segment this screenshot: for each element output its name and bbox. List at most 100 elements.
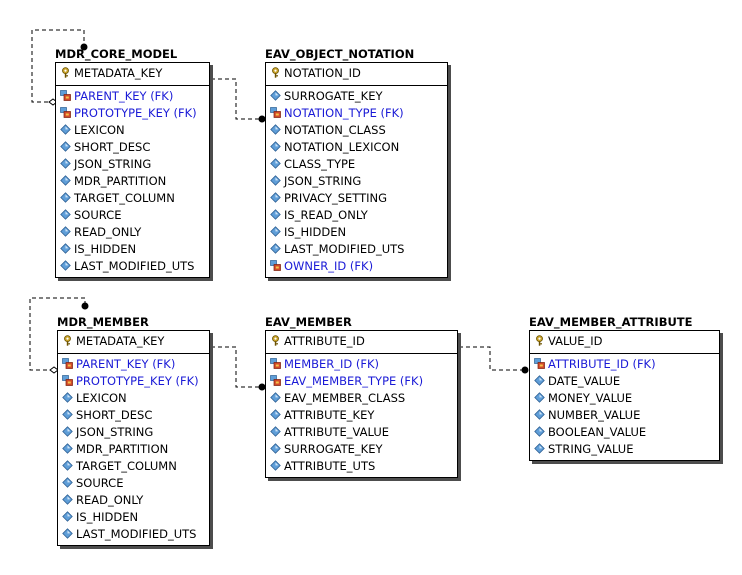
- attribute-row[interactable]: READ_ONLY: [56, 224, 209, 241]
- attribute-label: DATE_VALUE: [548, 374, 621, 388]
- attribute-label: READ_ONLY: [76, 493, 144, 507]
- attribute-icon: [62, 426, 73, 437]
- attribute-label: IS_HIDDEN: [74, 242, 137, 256]
- attribute-row[interactable]: EAV_MEMBER_TYPE (FK): [266, 373, 457, 390]
- attribute-row[interactable]: SHORT_DESC: [56, 139, 209, 156]
- attribute-row[interactable]: STRING_VALUE: [530, 441, 719, 458]
- attribute-row[interactable]: ATTRIBUTE_KEY: [266, 407, 457, 424]
- attribute-row[interactable]: MONEY_VALUE: [530, 390, 719, 407]
- attribute-row[interactable]: SOURCE: [56, 207, 209, 224]
- attribute-icon: [270, 460, 281, 471]
- attribute-row[interactable]: READ_ONLY: [58, 492, 209, 509]
- attribute-icon: [62, 460, 73, 471]
- foreign-key-icon: [62, 358, 73, 369]
- attribute-row[interactable]: LEXICON: [58, 390, 209, 407]
- attribute-icon: [270, 409, 281, 420]
- attribute-label: IS_HIDDEN: [76, 510, 139, 524]
- attribute-row[interactable]: IS_HIDDEN: [56, 241, 209, 258]
- rel-mdr-member-to-eav-member: [211, 346, 259, 388]
- attribute-row[interactable]: NUMBER_VALUE: [530, 407, 719, 424]
- attribute-row[interactable]: MDR_PARTITION: [56, 173, 209, 190]
- attribute-label: SOURCE: [76, 476, 124, 490]
- attribute-row[interactable]: SHORT_DESC: [58, 407, 209, 424]
- entity-title: EAV_OBJECT_NOTATION: [265, 47, 415, 61]
- primary-key-section: ATTRIBUTE_ID: [266, 331, 457, 354]
- attribute-row[interactable]: PROTOTYPE_KEY (FK): [58, 373, 209, 390]
- attribute-row[interactable]: NOTATION_CLASS: [266, 122, 447, 139]
- attribute-list: PARENT_KEY (FK)PROTOTYPE_KEY (FK)LEXICON…: [58, 354, 209, 545]
- attribute-row[interactable]: BOOLEAN_VALUE: [530, 424, 719, 441]
- attribute-icon: [60, 226, 71, 237]
- attribute-row[interactable]: NOTATION_TYPE (FK): [266, 105, 447, 122]
- attribute-row[interactable]: ATTRIBUTE_UTS: [266, 458, 457, 475]
- attribute-row[interactable]: MDR_PARTITION: [58, 441, 209, 458]
- attribute-row[interactable]: PARENT_KEY (FK): [58, 356, 209, 373]
- attribute-label: SURROGATE_KEY: [284, 442, 383, 456]
- attribute-icon: [60, 175, 71, 186]
- primary-key-section: METADATA_KEY: [56, 63, 209, 86]
- attribute-row[interactable]: LAST_MODIFIED_UTS: [266, 241, 447, 258]
- entity-mdr-member[interactable]: MDR_MEMBER METADATA_KEY PARENT_KEY (FK)PRO…: [57, 316, 210, 546]
- attribute-row[interactable]: ATTRIBUTE_VALUE: [266, 424, 457, 441]
- attribute-row[interactable]: OWNER_ID (FK): [266, 258, 447, 275]
- attribute-row[interactable]: MEMBER_ID (FK): [266, 356, 457, 373]
- foreign-key-icon: [270, 107, 281, 118]
- attribute-label: TARGET_COLUMN: [74, 191, 175, 205]
- attribute-icon: [60, 124, 71, 135]
- attribute-row[interactable]: TARGET_COLUMN: [56, 190, 209, 207]
- attribute-row[interactable]: NOTATION_ID: [266, 65, 447, 82]
- attribute-row[interactable]: PRIVACY_SETTING: [266, 190, 447, 207]
- attribute-row[interactable]: SURROGATE_KEY: [266, 441, 457, 458]
- attribute-row[interactable]: LAST_MODIFIED_UTS: [56, 258, 209, 275]
- key-icon: [536, 335, 543, 346]
- attribute-icon: [270, 443, 281, 454]
- attribute-row[interactable]: EAV_MEMBER_CLASS: [266, 390, 457, 407]
- attribute-row[interactable]: JSON_STRING: [56, 156, 209, 173]
- attribute-row[interactable]: SOURCE: [58, 475, 209, 492]
- primary-key-label: METADATA_KEY: [74, 66, 163, 80]
- attribute-icon: [62, 511, 73, 522]
- attribute-icon: [62, 528, 73, 539]
- attribute-icon: [60, 209, 71, 220]
- attribute-icon: [270, 392, 281, 403]
- attribute-label: SHORT_DESC: [76, 408, 153, 422]
- attribute-row[interactable]: METADATA_KEY: [56, 65, 209, 82]
- attribute-row[interactable]: NOTATION_LEXICON: [266, 139, 447, 156]
- entity-title: MDR_MEMBER: [57, 315, 149, 329]
- attribute-label: EAV_MEMBER_CLASS: [284, 391, 406, 405]
- attribute-row[interactable]: SURROGATE_KEY: [266, 88, 447, 105]
- attribute-icon: [534, 443, 545, 454]
- attribute-row[interactable]: IS_HIDDEN: [266, 224, 447, 241]
- attribute-row[interactable]: IS_READ_ONLY: [266, 207, 447, 224]
- attribute-row[interactable]: LEXICON: [56, 122, 209, 139]
- attribute-row[interactable]: PROTOTYPE_KEY (FK): [56, 105, 209, 122]
- attribute-row[interactable]: TARGET_COLUMN: [58, 458, 209, 475]
- rel-end-dot: [521, 366, 529, 374]
- attribute-row[interactable]: CLASS_TYPE: [266, 156, 447, 173]
- attribute-row[interactable]: IS_HIDDEN: [58, 509, 209, 526]
- attribute-row[interactable]: METADATA_KEY: [58, 333, 209, 350]
- entity-box: METADATA_KEY PARENT_KEY (FK)PROTOTYPE_KEY…: [57, 330, 210, 546]
- attribute-row[interactable]: PARENT_KEY (FK): [56, 88, 209, 105]
- attribute-row[interactable]: LAST_MODIFIED_UTS: [58, 526, 209, 543]
- entity-eav-object-notation[interactable]: EAV_OBJECT_NOTATION NOTATION_ID SURROGATE_…: [265, 48, 448, 278]
- attribute-row[interactable]: ATTRIBUTE_ID (FK): [530, 356, 719, 373]
- attribute-row[interactable]: DATE_VALUE: [530, 373, 719, 390]
- attribute-row[interactable]: ATTRIBUTE_ID: [266, 333, 457, 350]
- attribute-icon: [60, 192, 71, 203]
- primary-key-label: VALUE_ID: [548, 334, 603, 348]
- attribute-label: LAST_MODIFIED_UTS: [74, 259, 195, 273]
- attribute-label: IS_READ_ONLY: [284, 208, 368, 222]
- foreign-key-label: OWNER_ID (FK): [284, 259, 374, 273]
- attribute-row[interactable]: JSON_STRING: [266, 173, 447, 190]
- foreign-key-icon: [534, 358, 545, 369]
- attribute-row[interactable]: VALUE_ID: [530, 333, 719, 350]
- attribute-row[interactable]: JSON_STRING: [58, 424, 209, 441]
- rel-eav-member-to-attribute: [459, 346, 522, 371]
- attribute-icon: [534, 392, 545, 403]
- attribute-label: SHORT_DESC: [74, 140, 151, 154]
